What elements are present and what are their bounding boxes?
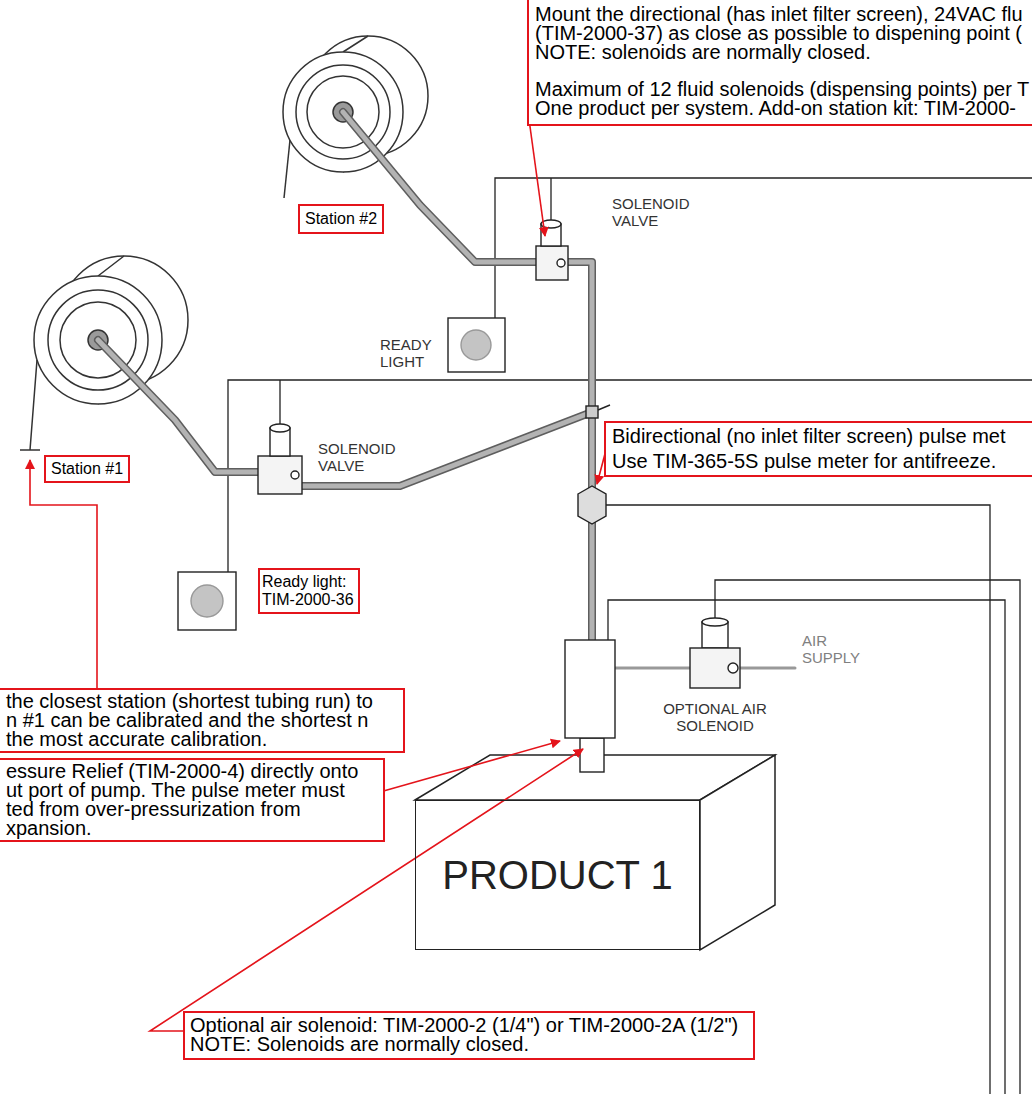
reel-stand — [284, 140, 290, 198]
leader-line — [528, 112, 545, 236]
ready-light-lamp — [461, 330, 491, 360]
part-label: OPTIONAL AIR SOLENOID — [658, 700, 772, 734]
solenoid-coil — [270, 424, 290, 432]
hose — [98, 112, 592, 640]
pump-outlet — [580, 738, 604, 772]
callout-text: NOTE: Solenoids are normally closed. — [190, 1035, 748, 1054]
part-label: SOLENOID VALVE — [612, 195, 698, 229]
ready-light-box — [178, 572, 236, 630]
solenoid-port — [557, 259, 565, 267]
note-callout: Mount the directional (has inlet filter … — [527, 0, 1032, 126]
callout-text: NOTE: solenoids are normally closed. — [535, 43, 1032, 62]
solenoid-port — [291, 471, 299, 479]
air-solenoid-body — [690, 648, 740, 688]
note-callout: Optional air solenoid: TIM-2000-2 (1/4")… — [183, 1011, 755, 1060]
part-label: SOLENOID VALVE — [318, 440, 404, 474]
callout-text: Maximum of 12 fluid solenoids (dispensin… — [535, 80, 1032, 118]
part-label: READY LIGHT — [380, 336, 444, 370]
solenoid-body — [536, 246, 568, 280]
callout-text: the closest station (shortest tubing run… — [6, 692, 378, 749]
tee-fitting — [586, 406, 598, 418]
product-tank: PRODUCT 1 — [415, 800, 700, 950]
part-callout: Ready light: TIM-2000-36 — [258, 568, 360, 614]
leader-line — [380, 741, 560, 792]
wire — [495, 178, 1032, 318]
callout-text: Mount the directional (has inlet filter … — [535, 5, 1032, 43]
solenoid-port — [728, 663, 738, 673]
note-callout: the closest station (shortest tubing run… — [0, 688, 405, 753]
ready-light-lamp — [191, 585, 223, 617]
leader-line — [30, 460, 97, 690]
station-callout: Station #1 — [44, 455, 130, 483]
callout-text: Station #1 — [51, 460, 123, 478]
air-solenoid-coil — [702, 618, 728, 626]
callout-text: essure Relief (TIM-2000-4) directly onto… — [6, 762, 368, 838]
part-label: AIR SUPPLY — [802, 632, 870, 666]
callout-text: Ready light: TIM-2000-36 — [262, 573, 356, 609]
tank-side — [700, 755, 775, 950]
pulse-meter — [578, 486, 606, 524]
solenoid-body — [258, 456, 302, 494]
tee-fitting — [598, 405, 610, 410]
ready-light-box — [448, 318, 505, 372]
hose-outline — [98, 112, 592, 640]
note-callout: Bidirectional (no inlet filter screen) p… — [604, 421, 1032, 477]
callout-text: Optional air solenoid: TIM-2000-2 (1/4")… — [190, 1016, 748, 1035]
callout-text: Use TIM-365-5S pulse meter for antifreez… — [612, 452, 1028, 471]
callout-text: Bidirectional (no inlet filter screen) p… — [612, 427, 1028, 446]
reel-stand — [20, 360, 40, 450]
pump — [565, 640, 615, 738]
station-callout: Station #2 — [298, 204, 384, 234]
callout-text: Station #2 — [305, 210, 377, 228]
note-callout: essure Relief (TIM-2000-4) directly onto… — [0, 758, 385, 842]
product-name: PRODUCT 1 — [440, 852, 674, 898]
